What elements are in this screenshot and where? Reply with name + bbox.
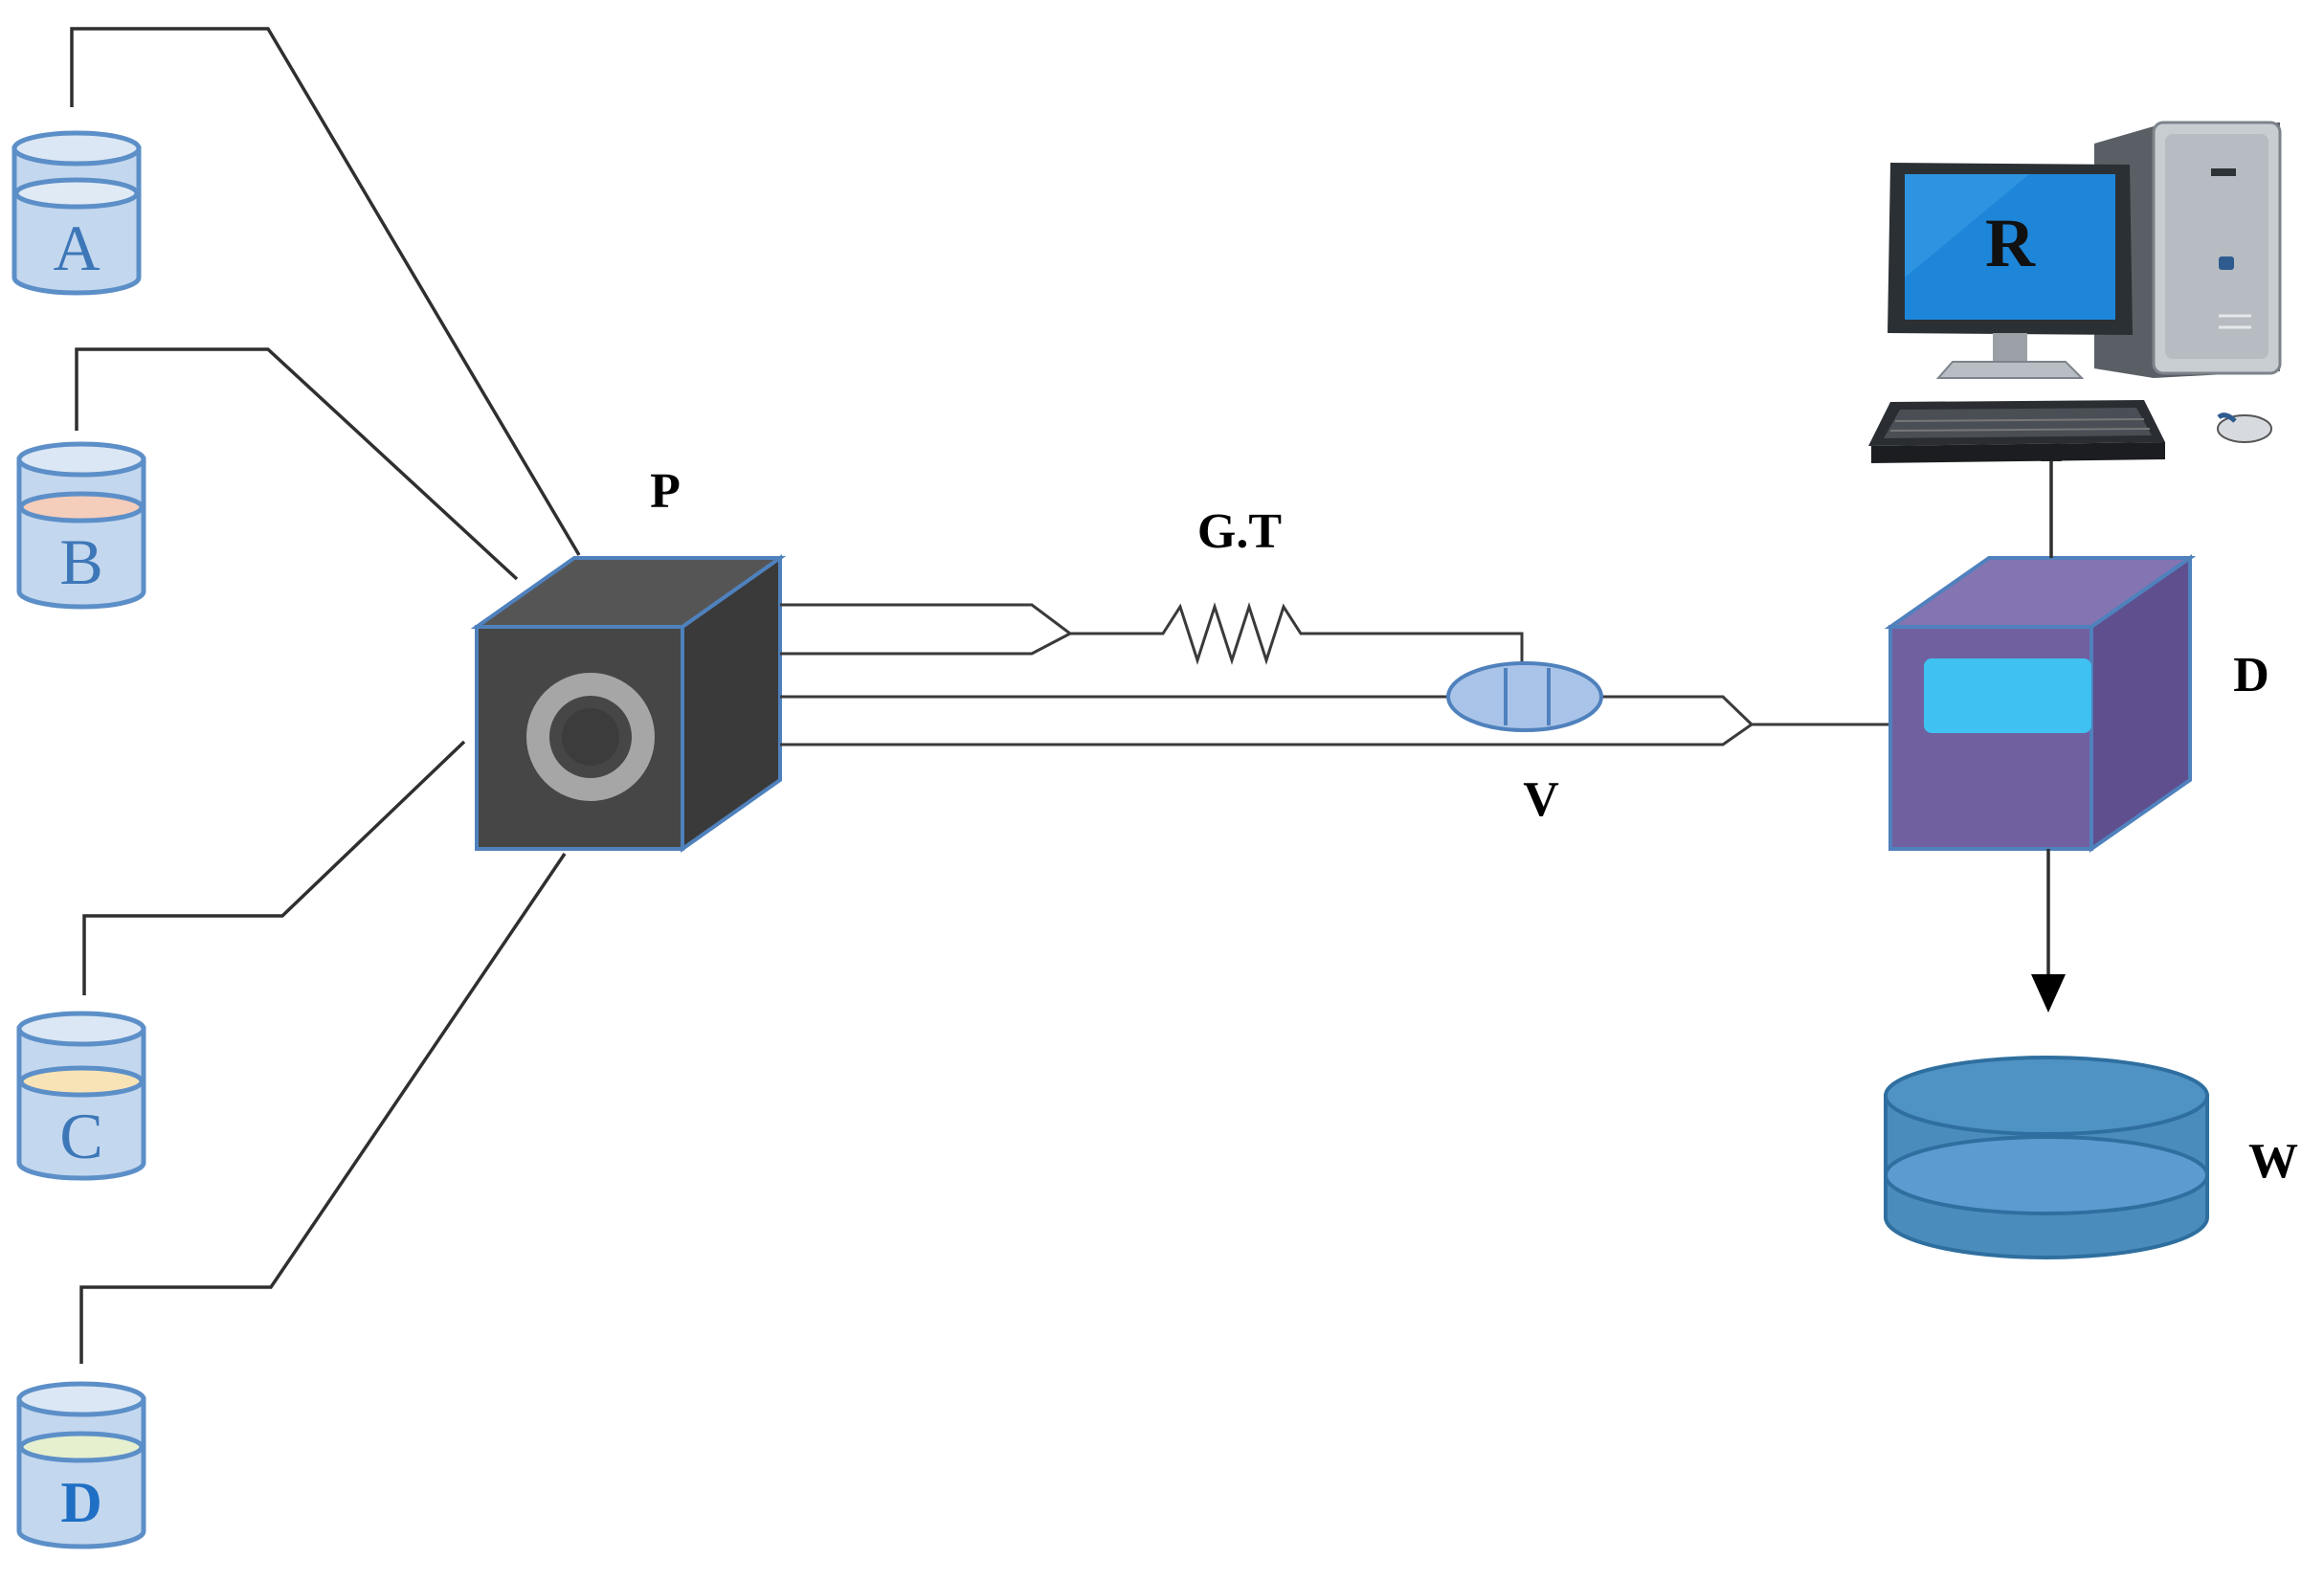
pump-outlet-tubing <box>780 603 1754 746</box>
line-reservoir-d <box>79 853 567 1364</box>
detector: D <box>1884 554 2269 853</box>
pump-ring <box>526 673 655 801</box>
reservoir-b-liquid <box>18 491 145 523</box>
tower-power-icon <box>2219 256 2234 270</box>
waste-label: W <box>2248 1134 2298 1189</box>
reservoir-b: B <box>16 441 146 610</box>
valve: V <box>1446 661 1603 827</box>
reservoir-a: A <box>11 130 142 296</box>
reservoir-c-liquid <box>18 1065 145 1098</box>
pump-label: P <box>650 464 681 519</box>
guard-tube: G.T <box>1070 504 1524 670</box>
reservoir-a-liquid <box>13 177 140 210</box>
recorder-computer: R <box>1868 121 2282 463</box>
line-reservoir-c <box>82 740 466 995</box>
detector-label: D <box>2233 648 2269 702</box>
reservoir-d-liquid <box>18 1431 145 1463</box>
line-reservoir-a <box>70 27 581 556</box>
valve-label: V <box>1523 772 1559 827</box>
guard-tube-coil <box>1070 602 1524 670</box>
guard-tube-label: G.T <box>1197 504 1282 559</box>
reservoir-d: D <box>16 1381 146 1549</box>
line-reservoir-b <box>75 347 519 581</box>
reservoir-lines <box>70 27 581 1364</box>
recorder-label: R <box>1985 205 2036 281</box>
mouse-icon <box>2217 414 2272 443</box>
detector-screen <box>1924 658 2091 733</box>
reservoir-c-label: C <box>59 1100 102 1172</box>
pump: P <box>470 464 787 853</box>
arrow-head-icon <box>2031 974 2066 1013</box>
waste-container: W <box>1884 1056 2298 1259</box>
reservoir-b-label: B <box>59 525 102 598</box>
reservoir-d-label: D <box>60 1471 101 1534</box>
reservoir-c: C <box>16 1011 146 1181</box>
waste-liquid-surface <box>1884 1135 2209 1215</box>
reservoir-a-label: A <box>53 212 100 284</box>
